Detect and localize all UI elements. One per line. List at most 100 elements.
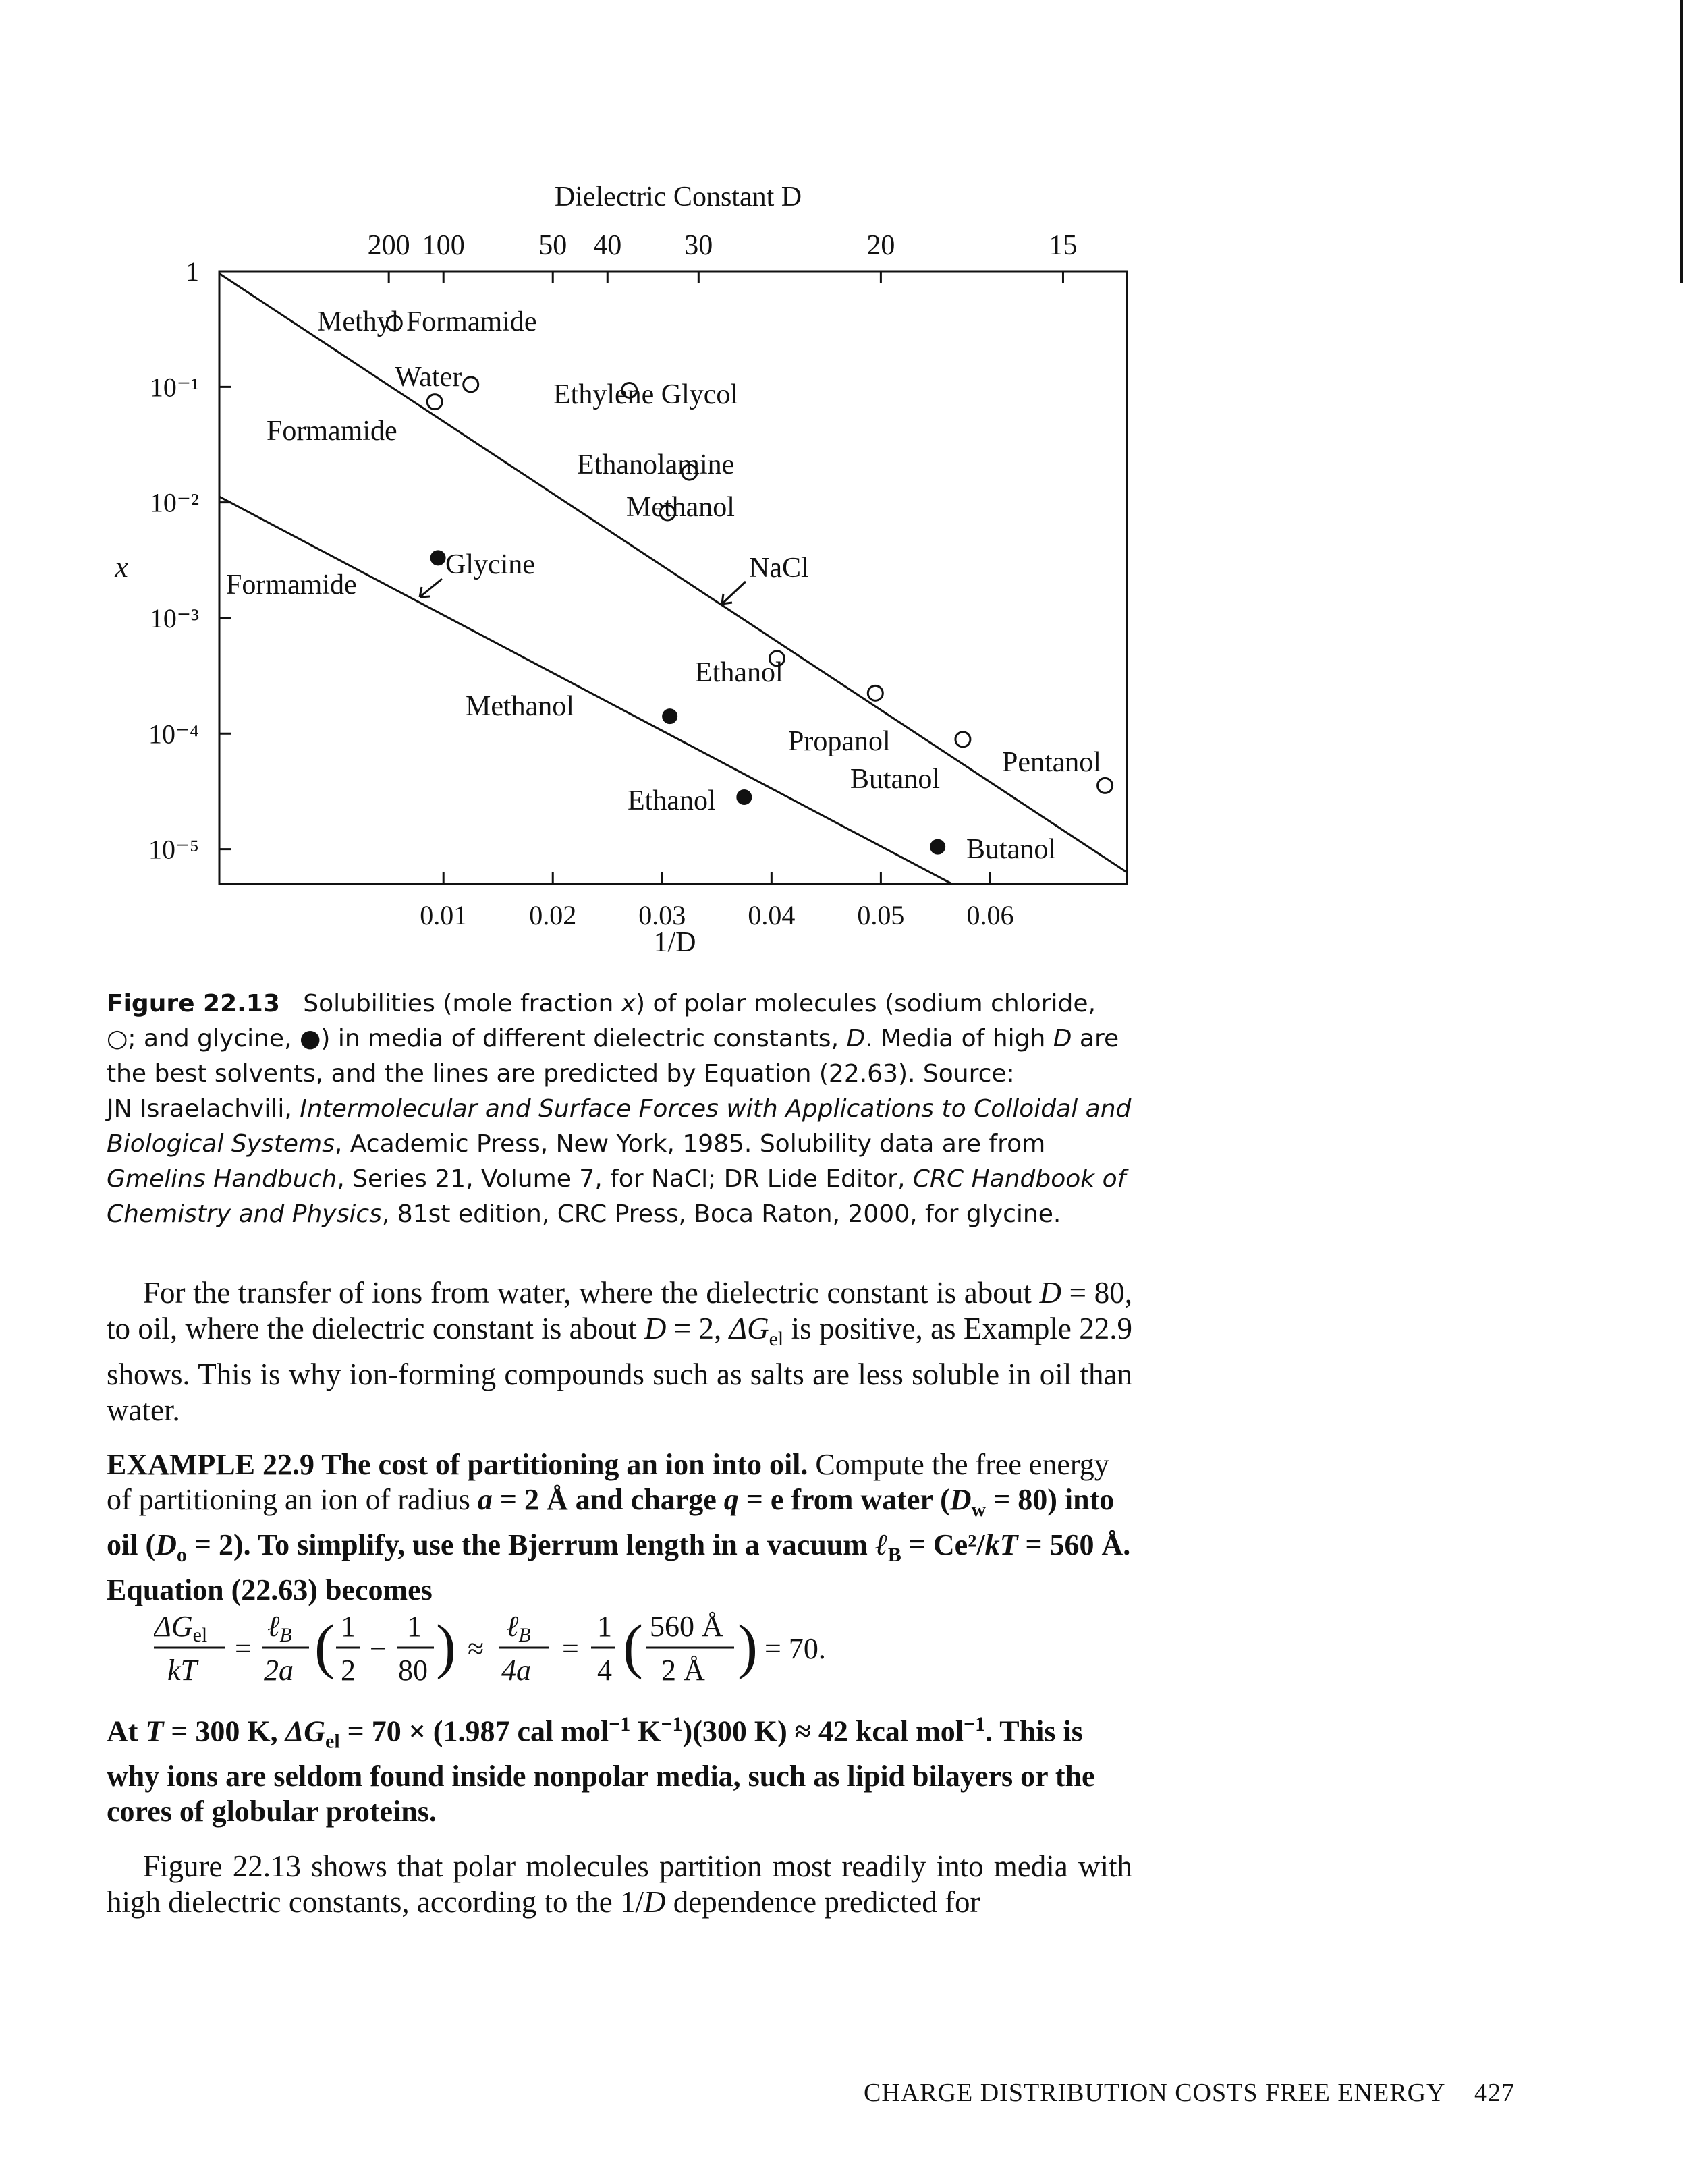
y-tick-label: 1 [186,256,199,287]
open-marker-butanol [954,731,972,748]
top-tick-label: 20 [866,230,895,261]
svg-text:(: ( [314,1613,335,1680]
x-tick-label: 0.05 [857,900,904,930]
scan-edge-line [1680,0,1683,283]
example-conclusion: At T = 300 K, ΔGel = 70 × (1.987 cal mol… [107,1707,1132,1829]
example-text: = 560 Å. Equation (22.63) becomes [107,1528,1131,1606]
open-marker-ethanolamine [681,464,698,481]
label-formamide-filled: Formamide [226,569,357,600]
open-circle-symbol: ○ [107,1025,128,1053]
page-number: 427 [1474,2079,1515,2107]
open-marker-pentanol [1096,777,1114,794]
example-var: a [477,1483,493,1516]
caption-text: ; and glycine, [128,1025,300,1053]
eq-p1-den: 2 [341,1654,356,1687]
open-marker-formamide [426,393,443,411]
para-var: D [1039,1276,1061,1310]
svg-text:=: = [562,1632,579,1665]
caption-var: D [846,1025,866,1053]
concl-sup: −1 [661,1713,683,1735]
para-text: is positive, as Example 22.9 shows. This… [107,1312,1132,1427]
caption-source: JN Israelachvili, [107,1095,300,1123]
para-text: = 80, to oil, where the dielectric const… [107,1276,1132,1345]
label-propanol: Propanol [788,726,891,757]
predicted-lines [219,273,1128,885]
para-var: D [644,1885,666,1919]
eq-p2-num: 1 [407,1610,422,1643]
annotation-nacl-arrow [721,580,747,605]
top-tick-label: 30 [684,230,713,261]
concl-text: K [630,1714,661,1748]
y-axis-label: x [114,551,128,584]
para-subscript: el [769,1328,784,1350]
concl-text: )(300 K) ≈ 42 kcal mol [682,1714,964,1748]
example-heading: EXAMPLE 22.9 The cost of partitioning an… [107,1448,808,1481]
open-marker-methanol [659,504,676,522]
example-sub: w [971,1498,987,1521]
label-ethanol-filled: Ethanol [628,785,716,816]
x-axis-label: 1/D [654,927,696,958]
x-tick-label: 0.06 [966,900,1013,930]
para-text: dependence predicted for [665,1885,980,1919]
svg-text:(: ( [623,1613,643,1680]
example-text: Compute the free energy of partitioning … [107,1448,1109,1516]
caption-source: , 81st edition, CRC Press, Boca Raton, 2… [381,1200,1061,1228]
top-tick-label: 40 [593,230,621,261]
eq-f3-num: 1 [597,1610,612,1643]
x-tick-label: 0.04 [748,900,795,930]
concl-text: = 300 K, [163,1714,285,1748]
fit-line-nacl [219,273,1128,874]
open-marker-ethanol [768,650,785,667]
top-axis-title: Dielectric Constant D [555,181,802,213]
data-markers [385,314,1114,855]
svg-text:): ) [436,1613,456,1680]
eq-lhs-den: kT [167,1654,200,1687]
caption-var: D [1053,1025,1072,1053]
filled-marker-formamide [430,550,446,566]
caption-text: Solubilities (mole fraction [303,990,621,1017]
concl-text: . This is why ions are seldom found insi… [107,1714,1095,1828]
label-ethylene-glycol: Ethylene Glycol [553,379,738,410]
concl-var: ΔG [285,1714,325,1748]
label-methanol-filled: Methanol [466,691,574,722]
caption-source: , Academic Press, New York, 1985. Solubi… [334,1130,1046,1158]
example-text: = e from water ( [738,1483,950,1516]
para-text: = 2, [666,1312,729,1345]
y-tick-label: 10⁻³ [150,603,199,634]
label-methanol-open: Methanol [626,492,735,523]
figure-label: Figure 22.13 [107,990,280,1017]
caption-text: . Media of high [865,1025,1053,1053]
svg-text:=: = [235,1632,252,1665]
top-tick-label: 200 [368,230,410,261]
top-tick-label: 50 [538,230,567,261]
open-marker-propanol [866,684,884,702]
label-ethanol-open: Ethanol [695,657,783,688]
eq-f2-num: ℓB [506,1610,531,1646]
concl-sup: −1 [609,1713,631,1735]
eq-lhs-num: ΔGel [154,1610,207,1646]
example-var: q [723,1483,739,1516]
caption-source-title: CRC Handbook of Chemistry and Physics [107,1165,1126,1228]
eq-f1-num: ℓB [267,1610,292,1646]
example-var: D [155,1528,177,1561]
para-var: D [644,1312,667,1345]
example-var: ℓ [874,1528,888,1561]
svg-text:−: − [370,1632,387,1665]
para-text: Figure 22.13 shows that polar molecules … [107,1849,1132,1919]
open-marker-ethylene-glycol [621,381,638,399]
para-var: ΔG [729,1312,769,1345]
concl-sub: el [325,1730,340,1753]
y-tick-label: 10⁻⁴ [148,719,199,749]
eq-f2-den: 4a [501,1654,531,1687]
plot-frame [218,270,1128,885]
example-box: EXAMPLE 22.9 The cost of partitioning an… [107,1447,1132,1608]
y-tick-label: 10⁻¹ [150,372,199,402]
filled-marker-butanol [930,839,946,855]
concl-text: At [107,1714,146,1748]
body-paragraph-1: For the transfer of ions from water, whe… [107,1275,1132,1428]
para-text: For the transfer of ions from water, whe… [143,1276,1040,1310]
example-var: kT [984,1528,1018,1561]
caption-text: ) in media of different dielectric const… [321,1025,847,1053]
